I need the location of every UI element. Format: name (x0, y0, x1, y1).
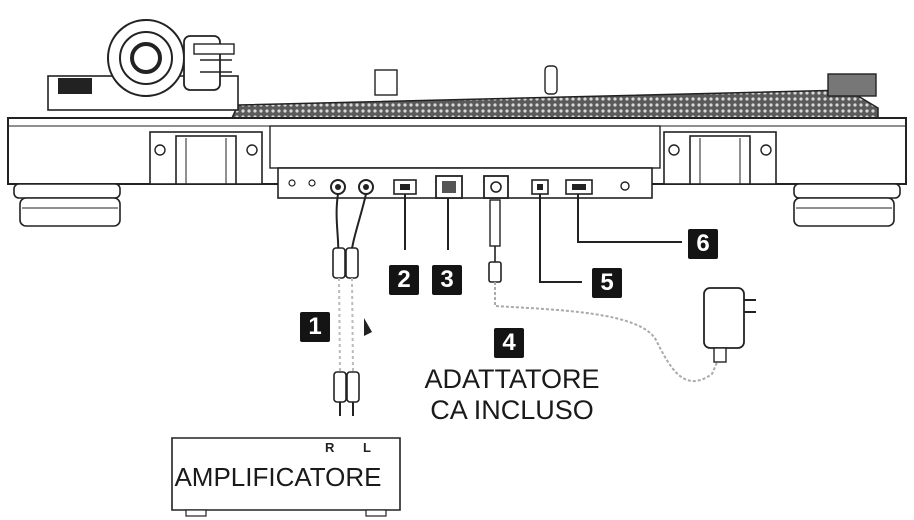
callout-2: 2 (389, 265, 419, 295)
tonearm (47, 19, 239, 111)
rca-cables (332, 193, 372, 416)
left-foot (13, 183, 121, 227)
callout-1: 1 (300, 312, 330, 342)
adapter-caption-line1: ADATTATORE (424, 364, 600, 394)
platter (230, 65, 879, 119)
amplifier (171, 437, 401, 517)
direction-arrow-icon (364, 318, 372, 336)
power-cable (488, 199, 719, 382)
callout-4: 4 (494, 328, 524, 358)
right-foot (793, 183, 901, 227)
callout-6: 6 (688, 229, 718, 259)
ac-adapter-icon (703, 287, 756, 363)
amplifier-label: AMPLIFICATORE (174, 462, 382, 492)
callout-5: 5 (592, 268, 622, 298)
callout-3: 3 (432, 265, 462, 295)
adapter-caption: ADATTATORE CA INCLUSO (402, 364, 622, 426)
rear-panel (288, 175, 630, 199)
leader-lines (404, 194, 682, 283)
adapter-caption-line2: CA INCLUSO (430, 395, 594, 425)
left-bracket (149, 131, 263, 185)
amplifier-channel-l: L (363, 440, 371, 455)
right-bracket (663, 131, 777, 185)
amplifier-channel-r: R (325, 440, 335, 455)
